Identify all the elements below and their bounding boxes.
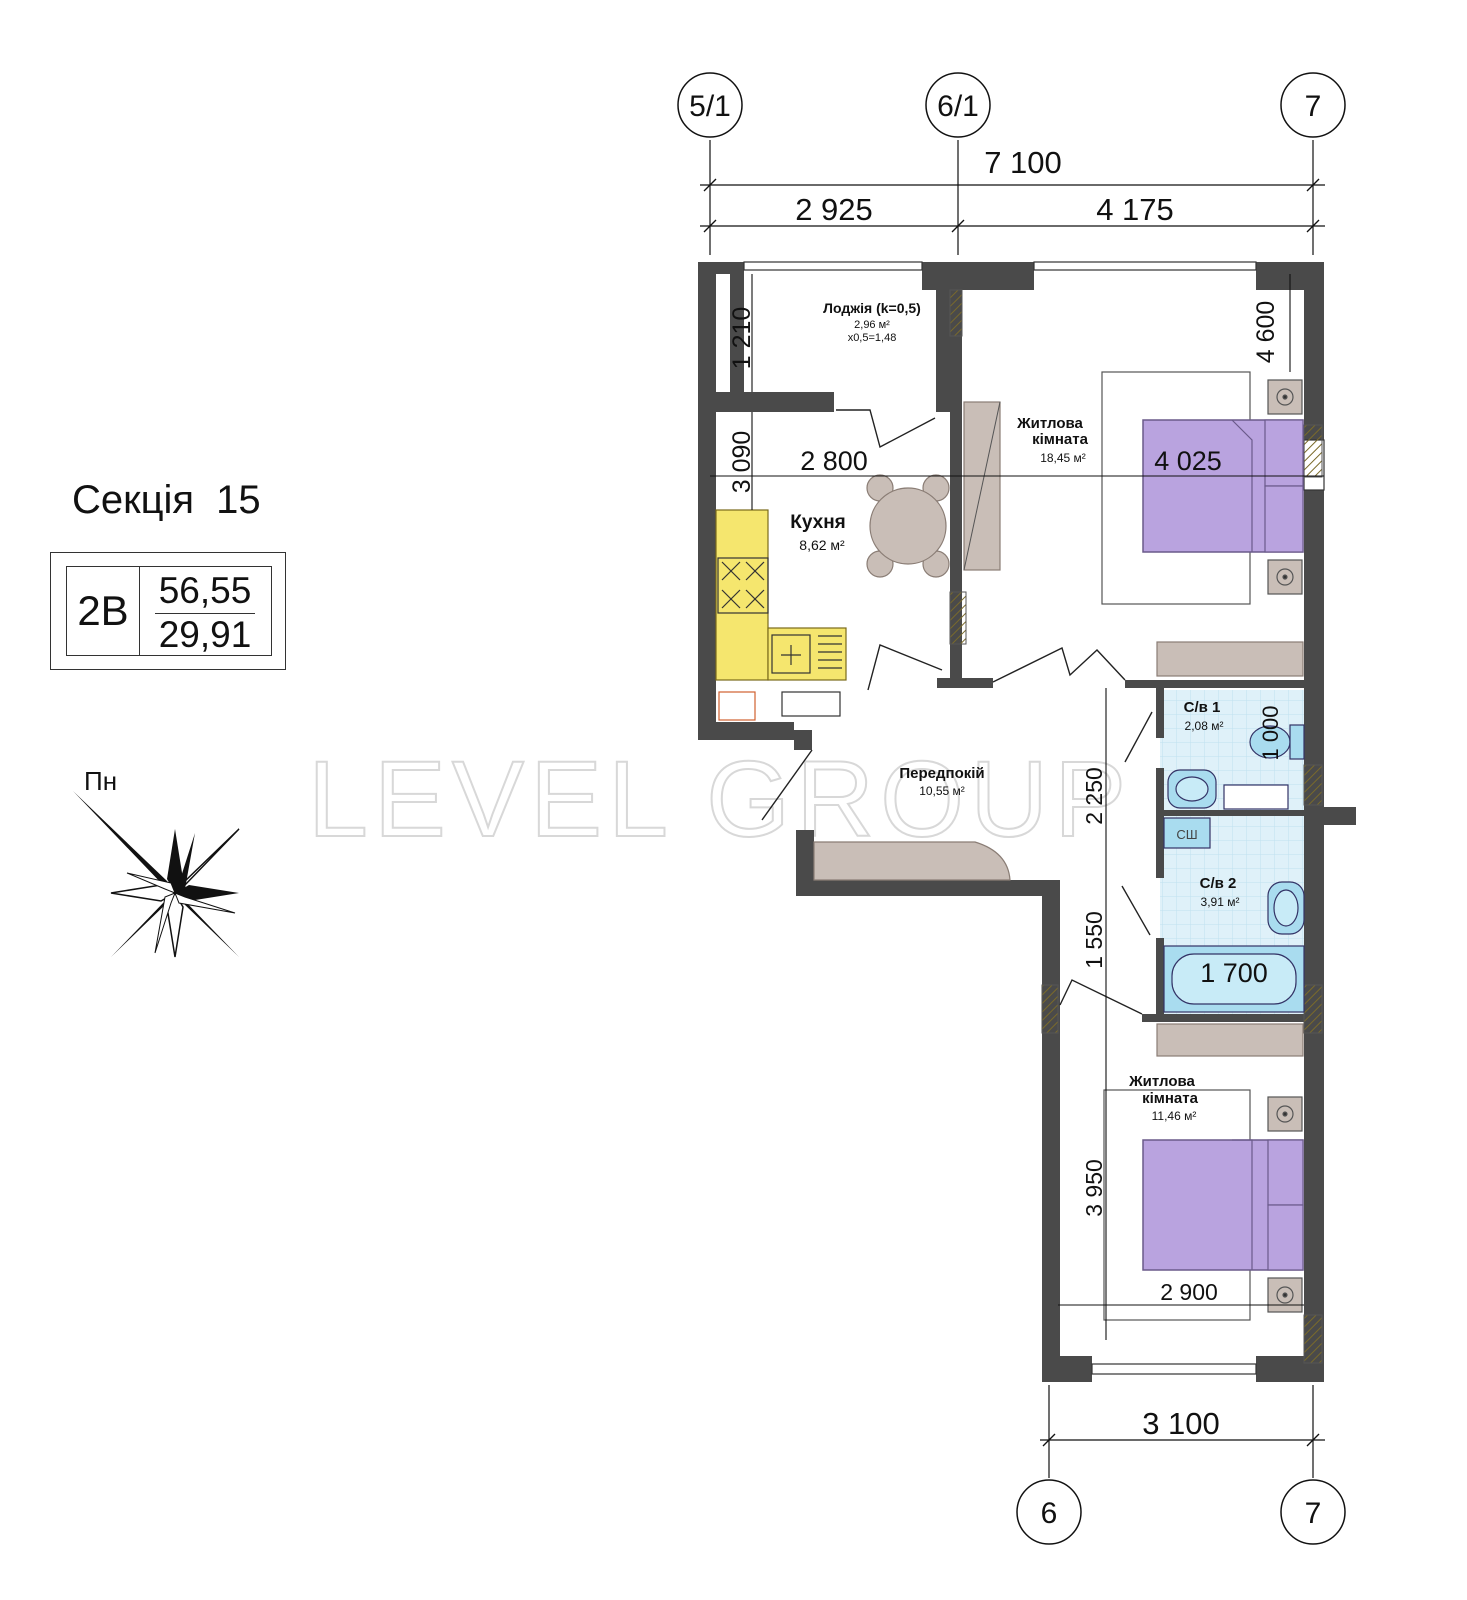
room-kitchen-area: 8,62 м² xyxy=(799,537,845,553)
room-living2-area: 11,46 м² xyxy=(1152,1109,1197,1123)
dim-kitchen-width: 2 800 xyxy=(800,446,868,476)
dim-left-span: 2 925 xyxy=(795,192,873,227)
room-loggia-coef: x0,5=1,48 xyxy=(848,332,897,344)
compass-label: Пн xyxy=(84,766,118,796)
axis-label-bottom-1: 6 xyxy=(1041,1497,1058,1530)
dim-bath2-depth: 1 550 xyxy=(1081,911,1107,969)
room-living2-name: Житлова xyxy=(1128,1073,1195,1090)
section-title: Секція 15 xyxy=(72,478,261,523)
dining-table-icon xyxy=(866,474,950,578)
unit-info-box: 2В 56,55 29,91 xyxy=(50,552,286,670)
dim-living1-width: 4 025 xyxy=(1154,446,1222,476)
section-number: 15 xyxy=(216,478,261,522)
axis-marker-top-3 xyxy=(1280,72,1346,138)
unit-info-inner: 2В 56,55 29,91 xyxy=(66,566,272,656)
bathtub-icon xyxy=(1163,945,1305,1013)
dim-overall-width: 7 100 xyxy=(984,145,1062,180)
room-bath2-name: С/в 2 xyxy=(1200,875,1237,892)
dim-living2-depth: 3 950 xyxy=(1081,1159,1107,1217)
room-bath2-area: 3,91 м² xyxy=(1201,895,1240,909)
dim-living1-depth: 4 600 xyxy=(1252,301,1280,364)
dim-bath1-depth: 1 000 xyxy=(1258,705,1283,760)
unit-code: 2В xyxy=(67,567,140,655)
room-living2-name2: кімната xyxy=(1142,1090,1199,1107)
unit-living-area: 29,91 xyxy=(158,614,252,655)
wardrobe-hall-2 xyxy=(1156,1023,1304,1057)
kitchen-furniture xyxy=(715,474,950,721)
washer-icon xyxy=(1163,817,1211,849)
room-hall-area: 10,55 м² xyxy=(919,784,965,798)
sink-icon xyxy=(771,634,842,674)
toilet-icon xyxy=(1249,724,1305,760)
dim-living2-width: 2 900 xyxy=(1160,1279,1218,1305)
stove-icon xyxy=(717,557,769,614)
bathroom-fixtures: СШ xyxy=(1156,724,1305,1057)
axis-label-bottom-2: 7 xyxy=(1305,1497,1322,1530)
dim-loggia-depth: 1 210 xyxy=(728,307,756,370)
axis-marker-bottom-1 xyxy=(1016,1479,1082,1545)
wardrobe-living1 xyxy=(1156,641,1304,677)
north-compass-rose-icon xyxy=(73,791,240,958)
axis-label-top-3: 7 xyxy=(1305,90,1322,123)
axis-label-top-2: 6/1 xyxy=(937,90,979,123)
living1-furniture xyxy=(1101,371,1304,677)
watermark: LEVEL GROUP xyxy=(308,738,1132,859)
axis-marker-top-2 xyxy=(925,72,991,138)
living2-furniture xyxy=(1103,1089,1304,1321)
hall-wardrobe xyxy=(813,841,1011,881)
room-kitchen-name: Кухня xyxy=(790,512,846,533)
dim-right-span: 4 175 xyxy=(1096,192,1174,227)
room-living1-name: Житлова xyxy=(1016,415,1083,432)
dim-bathtub-length: 1 700 xyxy=(1200,958,1268,988)
room-bath1-name: С/в 1 xyxy=(1184,699,1221,716)
dim-kitchen-depth: 3 090 xyxy=(728,431,756,494)
washbasin-icon xyxy=(1167,769,1289,810)
axis-label-top-1: 5/1 xyxy=(689,90,731,123)
ventilation-blocks xyxy=(949,289,1323,1364)
unit-total-area: 56,55 xyxy=(155,572,255,614)
top-dimension-lines xyxy=(700,178,1325,1447)
interior-dimension-lines xyxy=(710,274,1324,1340)
washer-label: СШ xyxy=(1176,827,1197,842)
room-bath1-area: 2,08 м² xyxy=(1185,719,1224,733)
nightstand-icon xyxy=(1267,379,1303,595)
room-living1-area: 18,45 м² xyxy=(1040,451,1086,465)
axis-marker-bottom-2 xyxy=(1280,1479,1346,1545)
room-loggia-name: Лоджія (k=0,5) xyxy=(823,300,921,316)
dim-bottom-width: 3 100 xyxy=(1142,1406,1220,1441)
room-living1-name2: кімната xyxy=(1032,431,1089,448)
washbasin-2-icon xyxy=(1267,881,1305,935)
dim-hall-depth: 2 250 xyxy=(1081,767,1107,825)
axis-marker-top-1 xyxy=(677,72,743,138)
room-hall-name: Передпокій xyxy=(899,765,984,782)
room-loggia-area: 2,96 м² xyxy=(854,319,890,331)
doors xyxy=(761,409,1153,1015)
section-label: Секція xyxy=(72,478,195,522)
